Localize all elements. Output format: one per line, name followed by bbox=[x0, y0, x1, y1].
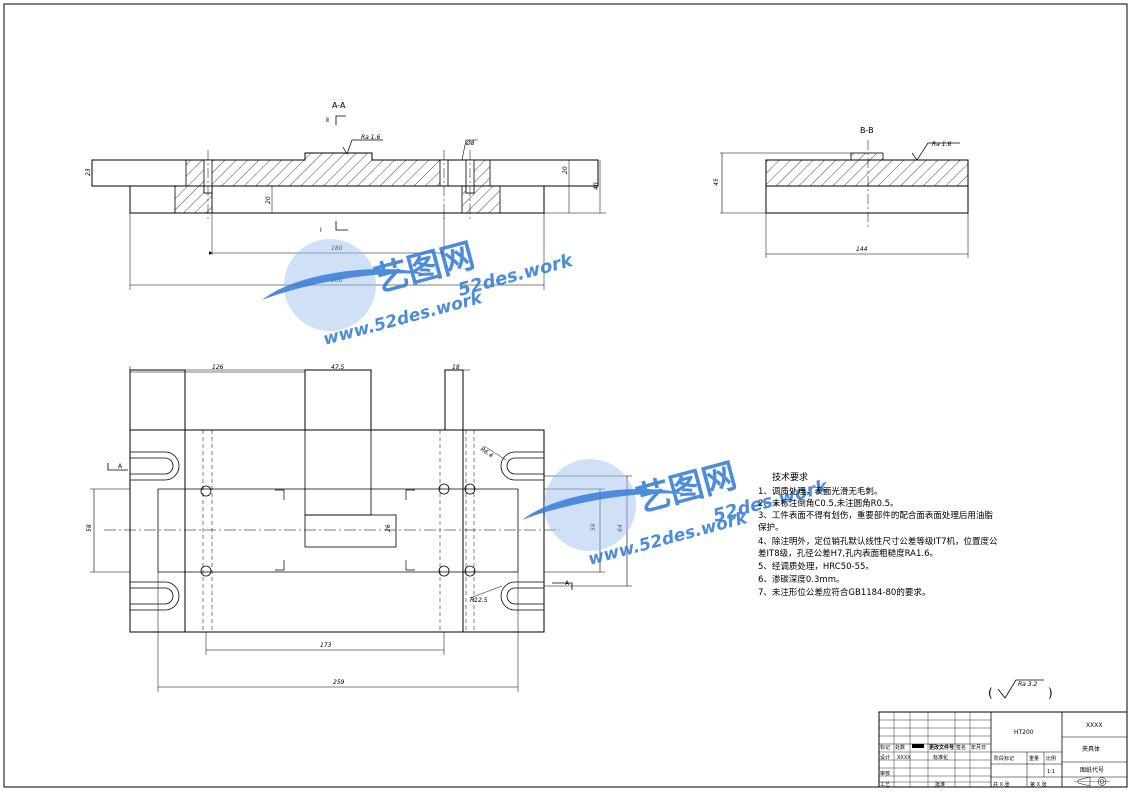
tech-req-line-1: 1、调质处理，表面光滑无毛刺。 bbox=[758, 486, 882, 497]
plan-view: 126 47.5 18 58 58 84 26 R6.4 R12.5 173 2… bbox=[86, 364, 632, 692]
dim-300: 300 bbox=[331, 277, 343, 284]
tech-req-line-5: 4、除注明外，定位销孔默认线性尺寸公差等级IT7机，位置度公 bbox=[758, 536, 998, 547]
tb-material: HT200 bbox=[1014, 729, 1034, 736]
section-bb-title: B-B bbox=[860, 126, 874, 135]
dim-40: 40 bbox=[593, 182, 600, 190]
technical-requirements: 技术要求 1、调质处理，表面光滑无毛刺。 2、未标注倒角C0.5,未注圆角R0.… bbox=[758, 471, 998, 598]
tb-sheet-no: 第 X 张 bbox=[1030, 781, 1047, 788]
tb-count-label: 处数 bbox=[895, 744, 905, 751]
dim-58-right: 58 bbox=[590, 523, 597, 531]
tb-reviewer-label: 审核 bbox=[880, 770, 890, 777]
section-aa-title: A-A bbox=[332, 101, 346, 110]
dim-84: 84 bbox=[617, 524, 624, 532]
tech-req-line-2: 2、未标注倒角C0.5,未注圆角R0.5。 bbox=[758, 498, 899, 509]
tb-drawing-no: 图纸代号 bbox=[1080, 766, 1104, 774]
roughness-aa-label: Ra 1.6 bbox=[361, 134, 380, 141]
tb-scale: 1:1 bbox=[1047, 769, 1055, 775]
tech-req-line-4: 保护。 bbox=[758, 522, 784, 533]
tb-mark-label: 标记 bbox=[880, 744, 890, 751]
section-marker-a-right: A bbox=[565, 580, 570, 587]
tb-part-name: 夹具体 bbox=[1082, 745, 1100, 753]
dim-180: 180 bbox=[331, 245, 343, 252]
dim-23: 23 bbox=[85, 168, 92, 176]
radius-6-4: R6.4 bbox=[479, 446, 494, 460]
roughness-aa-symbol bbox=[342, 139, 383, 155]
tb-designer: XXXX bbox=[897, 755, 911, 761]
dim-259: 259 bbox=[333, 679, 345, 686]
tech-req-line-8: 6、渗碳深度0.3mm。 bbox=[758, 574, 845, 585]
tb-sheets: 共 X 张 bbox=[993, 781, 1010, 788]
tb-designer-label: 设计 bbox=[880, 754, 890, 761]
general-roughness-label: Ra 3.2 bbox=[1018, 681, 1037, 688]
sheet-border bbox=[3, 3, 1128, 788]
tech-req-line-6: 差IT8级，孔径公差H7,孔内表面粗糙度RA1.6。 bbox=[758, 548, 938, 559]
section-aa-marker: Ⅱ bbox=[326, 117, 329, 124]
cut-marker-1: Ⅰ bbox=[320, 227, 322, 234]
tb-approve-label: 批准 bbox=[935, 781, 945, 788]
tb-company: XXXX bbox=[1086, 722, 1102, 729]
tb-scale-label: 比例 bbox=[1046, 755, 1056, 762]
tb-stage-label: 阶段标记 bbox=[994, 755, 1014, 762]
dim-26: 26 bbox=[385, 524, 392, 532]
svg-text:): ) bbox=[1048, 686, 1053, 700]
tb-change-label: 更改文件号 bbox=[929, 744, 954, 751]
watermark-1: 艺图网 52des.work www.52des.work bbox=[262, 236, 576, 350]
dim-126: 126 bbox=[212, 364, 224, 371]
tb-process-label: 工艺 bbox=[880, 782, 890, 788]
tech-req-line-7: 5、经调质处理，HRC50-55。 bbox=[758, 561, 874, 572]
general-roughness: ( Ra 3.2 ) bbox=[988, 679, 1053, 700]
tb-date-label: 年月日 bbox=[971, 744, 986, 751]
tb-standard-label: 标准化 bbox=[933, 754, 948, 761]
roughness-bb-symbol bbox=[911, 142, 960, 161]
roughness-bb-label: Ra 1.6 bbox=[932, 141, 951, 148]
section-marker-a-left: A bbox=[118, 463, 123, 470]
tech-req-line-3: 3、工件表面不得有划伤，重要部件的配合面表面处理后用油脂 bbox=[758, 510, 993, 521]
tb-weight-label: 重量 bbox=[1029, 755, 1039, 762]
dim-18: 18 bbox=[452, 364, 460, 371]
tech-req-line-9: 7、未注形位公差应符合GB1184-80的要求。 bbox=[758, 587, 930, 598]
tb-sign-label: 签名 bbox=[956, 744, 966, 751]
dim-45: 45 bbox=[713, 178, 720, 186]
dim-20a: 20 bbox=[265, 196, 272, 204]
dim-47-5: 47.5 bbox=[331, 364, 345, 371]
title-block: 标记 处数 更改文件号 签名 年月日 设计 XXXX 标准化 审核 工艺 批准 … bbox=[878, 711, 1128, 788]
dim-58-left: 58 bbox=[86, 524, 93, 532]
radius-12-5: R12.5 bbox=[470, 597, 488, 604]
bore-label: Ø8 bbox=[465, 140, 475, 147]
section-bb-view: B-B Ra 1.6 45 144 bbox=[713, 126, 969, 258]
dim-20b: 20 bbox=[562, 166, 569, 174]
projection-symbol bbox=[1074, 776, 1110, 787]
dim-173: 173 bbox=[320, 642, 332, 649]
tech-req-title: 技术要求 bbox=[772, 471, 808, 483]
section-aa-view: A-A Ⅱ Ra 1.6 Ø8 23 20 bbox=[85, 101, 606, 290]
dim-144: 144 bbox=[856, 246, 868, 253]
svg-text:(: ( bbox=[988, 686, 993, 700]
